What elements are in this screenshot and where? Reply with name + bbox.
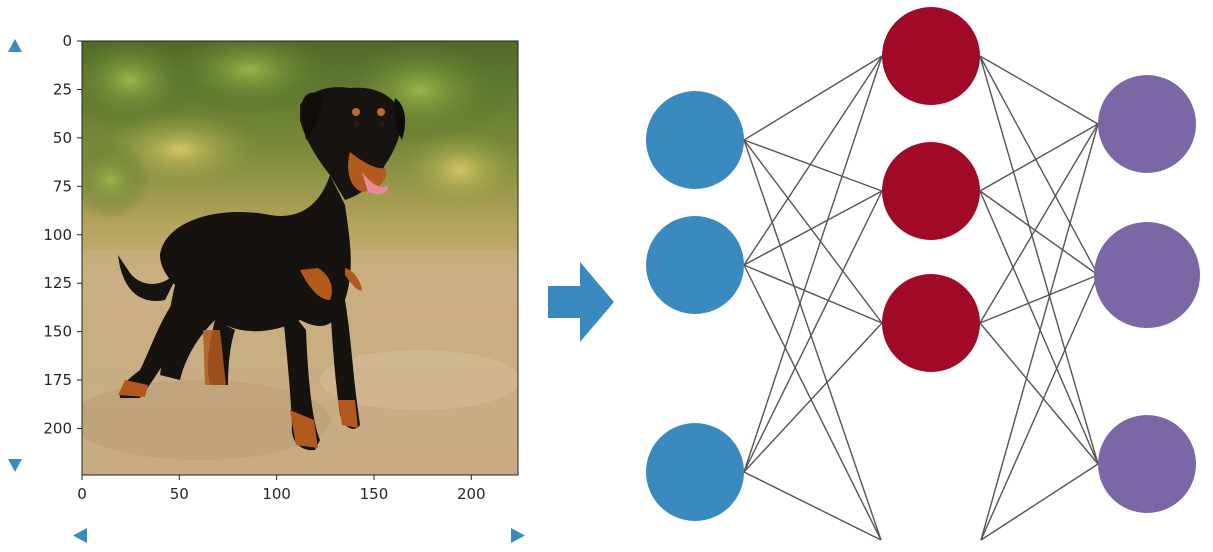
network-edge <box>743 55 883 473</box>
arrow-right-icon <box>548 262 614 342</box>
scroll-right-icon[interactable] <box>511 528 525 543</box>
network-edge <box>979 123 1099 324</box>
network-edge <box>743 190 883 266</box>
network-edge <box>980 123 1099 541</box>
y-tick-label: 75 <box>53 177 72 195</box>
network-edges <box>743 55 1099 541</box>
network-edge <box>980 463 1099 541</box>
network-edge <box>743 139 883 192</box>
hidden-layer-node <box>882 274 980 372</box>
scroll-down-icon[interactable] <box>8 459 22 472</box>
network-edge <box>980 274 1099 541</box>
x-axis: 0 50 100 150 200 <box>77 475 486 503</box>
scroll-up-icon[interactable] <box>8 39 22 52</box>
network-edge <box>743 322 883 473</box>
hidden-layer-node <box>882 7 980 105</box>
network-edge <box>743 264 883 324</box>
x-tick-label: 150 <box>360 485 389 503</box>
scroll-left-icon[interactable] <box>73 528 87 543</box>
hidden-layer-node <box>882 142 980 240</box>
network-edge <box>743 55 883 266</box>
dog-silhouette <box>118 87 406 451</box>
network-edge <box>743 139 882 541</box>
neural-network <box>646 7 1200 541</box>
x-tick-label: 200 <box>457 485 486 503</box>
network-edge <box>979 55 1099 125</box>
dog-photo <box>82 41 518 475</box>
input-layer-node <box>646 91 744 189</box>
x-tick-label: 50 <box>170 485 189 503</box>
image-plot: 0 25 50 75 100 125 150 175 200 0 50 100 150 200 <box>43 32 519 503</box>
y-tick-label: 25 <box>53 80 72 98</box>
plot-frame <box>81 40 519 476</box>
y-tick-label: 100 <box>43 226 72 244</box>
output-layer-node <box>1098 75 1196 173</box>
y-tick-label: 150 <box>43 323 72 341</box>
x-tick-label: 100 <box>262 485 291 503</box>
output-layer-node <box>1098 415 1196 513</box>
network-edge <box>743 190 883 473</box>
network-nodes <box>646 7 1200 521</box>
network-edge <box>743 264 882 541</box>
network-edge <box>979 190 1099 465</box>
network-edge <box>979 322 1099 465</box>
network-edge <box>979 274 1099 324</box>
input-layer-node <box>646 216 744 314</box>
y-axis: 0 25 50 75 100 125 150 175 200 <box>43 32 82 438</box>
x-tick-label: 0 <box>77 485 87 503</box>
y-tick-label: 175 <box>43 371 72 389</box>
network-edge <box>979 190 1099 276</box>
network-edge <box>743 55 883 141</box>
y-tick-label: 50 <box>53 129 72 147</box>
network-edge <box>979 55 1099 465</box>
input-layer-node <box>646 423 744 521</box>
network-edge <box>979 55 1099 276</box>
network-edge <box>743 139 883 324</box>
y-tick-label: 0 <box>62 32 72 50</box>
y-tick-label: 125 <box>43 274 72 292</box>
output-layer-node <box>1094 222 1200 328</box>
y-tick-label: 200 <box>43 420 72 438</box>
network-edge <box>979 123 1099 192</box>
network-edge <box>743 471 882 541</box>
